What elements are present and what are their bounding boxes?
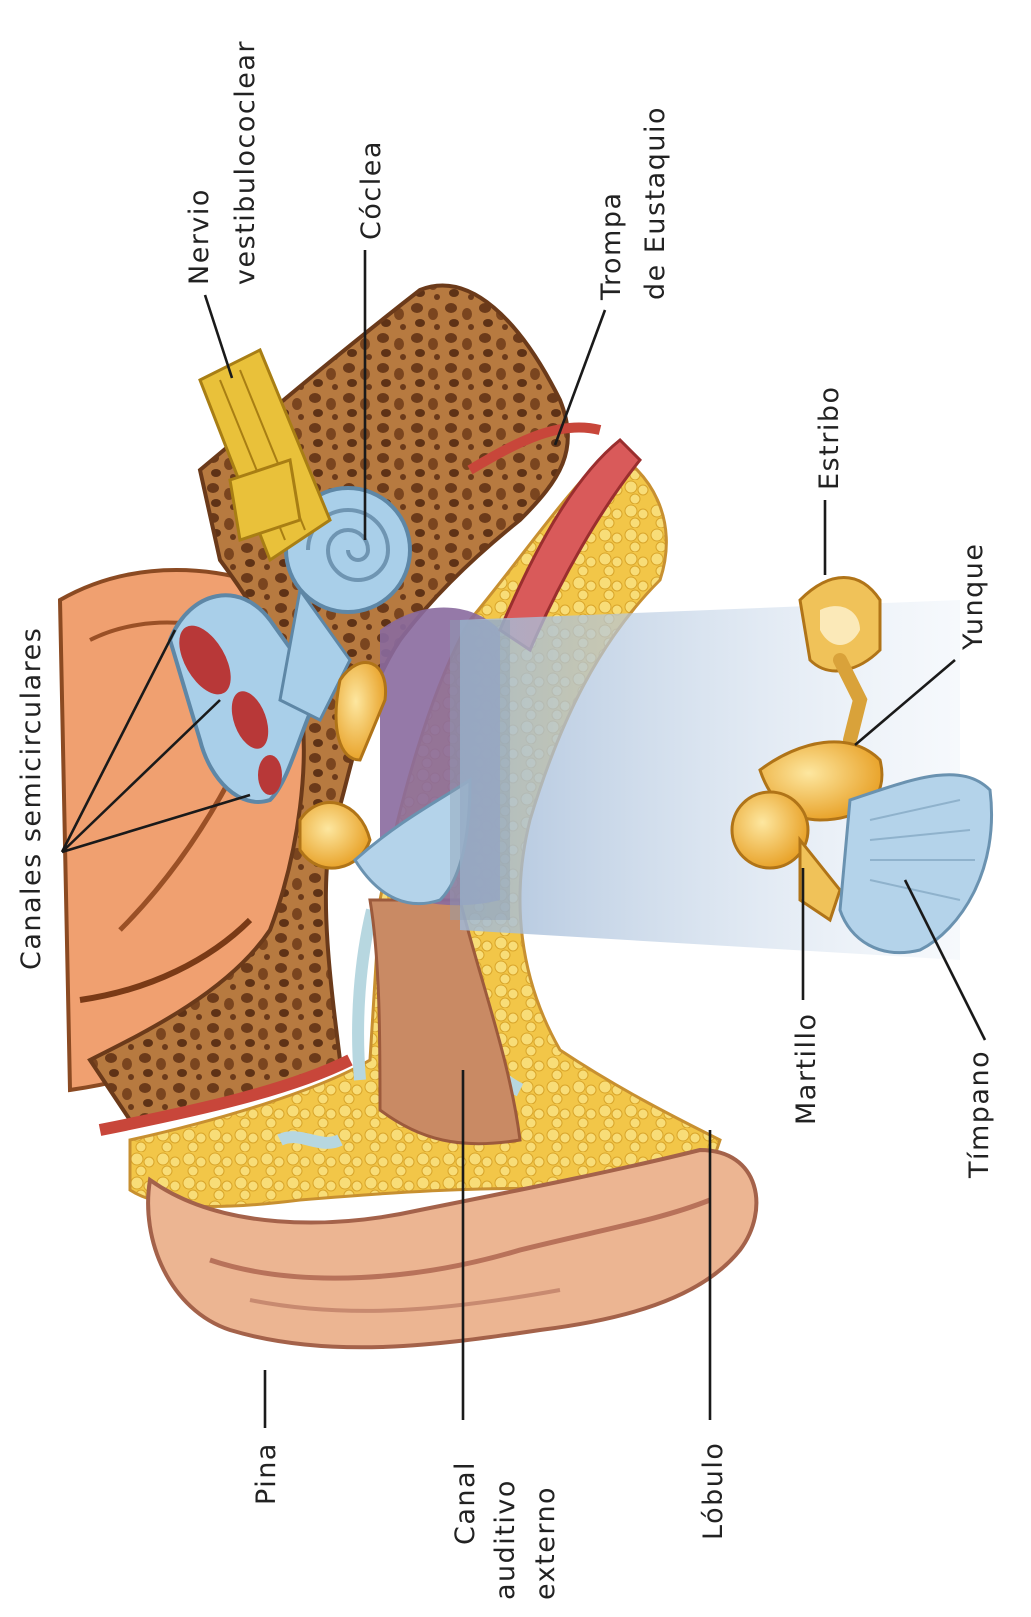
- tympanic-membrane-shape: [840, 775, 992, 953]
- label-canal-line1: Canal: [450, 1461, 481, 1545]
- label-coclea: Cóclea: [356, 140, 387, 240]
- label-nervio-line1: Nervio: [184, 188, 215, 285]
- label-timpano: Tímpano: [964, 1050, 995, 1179]
- malleus-shape: [732, 792, 808, 868]
- leader-nervio: [205, 295, 232, 378]
- label-pina: Pina: [251, 1442, 282, 1505]
- label-estribo: Estribo: [814, 386, 845, 490]
- label-trompa-line1: Trompa: [596, 191, 627, 301]
- ear-cross-section-illustration: [60, 286, 992, 1348]
- label-nervio-line2: vestibulococlear: [230, 40, 261, 285]
- label-lobulo: Lóbulo: [698, 1442, 729, 1540]
- label-martillo: Martillo: [791, 1012, 822, 1125]
- label-yunque: Yunque: [958, 543, 989, 651]
- label-canal-line2: auditivo: [490, 1479, 521, 1600]
- label-trompa-line2: de Eustaquio: [640, 106, 671, 300]
- label-canal-line3: externo: [530, 1486, 561, 1600]
- label-canales-semicirculares: Canales semicirculares: [16, 627, 47, 970]
